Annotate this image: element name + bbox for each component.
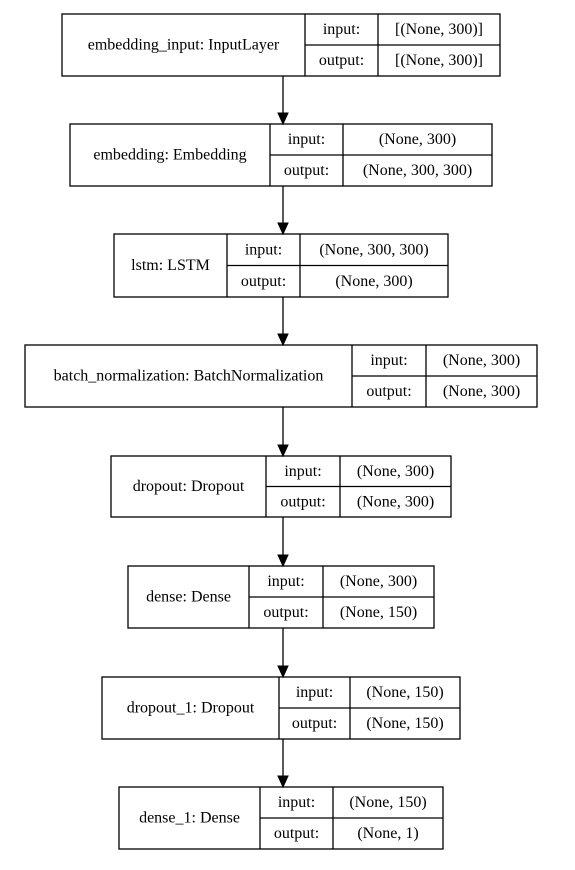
layer-name: dropout: Dropout [133,478,245,495]
arrow-head [277,444,289,458]
output-label: output: [241,273,286,290]
output-shape: (None, 300, 300) [363,162,472,179]
arrow-head [277,112,289,126]
arrow [277,186,289,236]
input-label: input: [267,573,304,590]
output-shape: (None, 150) [340,604,417,621]
layer-name: dense_1: Dense [139,810,240,827]
layer-node: dropout_1: Dropout input: output: (None, 15… [101,676,461,740]
arrow [277,739,289,789]
output-shape: [(None, 300)] [395,52,483,69]
output-label: output: [263,604,308,621]
layer-name: dense: Dense [146,589,231,606]
input-shape: (None, 300) [379,131,456,148]
arrow [277,297,289,347]
arrow-head [277,333,289,347]
output-shape: (None, 300) [357,493,434,510]
output-shape: (None, 150) [366,715,443,732]
input-label: input: [288,131,325,148]
arrow-head [277,222,289,236]
layer-nodes: embedding_input: InputLayer input: output:… [24,13,538,850]
input-label: input: [245,241,282,258]
output-shape: (None, 300) [443,383,520,400]
layer-node: dropout: Dropout input: output: (None, 300)… [110,455,452,518]
layer-name: embedding: Embedding [93,147,246,164]
arrow-head [277,554,289,568]
input-shape: (None, 150) [366,684,443,701]
output-label: output: [280,493,325,510]
layer-name: batch_normalization: BatchNormalization [54,368,324,385]
input-shape: (None, 300, 300) [319,241,428,258]
layer-node: embedding_input: InputLayer input: output:… [61,13,501,77]
output-shape: (None, 1) [357,825,418,842]
input-shape: (None, 300) [340,573,417,590]
output-shape: (None, 300) [335,273,412,290]
output-label: output: [284,162,329,179]
connection-arrows [277,76,289,789]
input-shape: (None, 300) [443,352,520,369]
input-label: input: [278,794,315,811]
output-label: output: [292,715,337,732]
input-label: input: [370,352,407,369]
arrow [277,407,289,458]
arrow [277,628,289,679]
output-label: output: [319,52,364,69]
layer-node: dense: Dense input: output: (None, 300) (Non… [127,565,435,629]
input-label: input: [296,684,333,701]
input-label: input: [284,463,321,480]
arrow [277,517,289,568]
input-shape: (None, 300) [357,463,434,480]
input-shape: [(None, 300)] [395,21,483,38]
layer-node: lstm: LSTM input: output: (None, 300, 300) (… [113,233,449,298]
input-label: input: [323,21,360,38]
output-label: output: [366,383,411,400]
layer-node: embedding: Embedding input: output: (None, … [69,123,493,187]
layer-node: dense_1: Dense input: output: (None, 150) (N… [118,786,444,850]
layer-name: embedding_input: InputLayer [88,37,280,54]
arrow [277,76,289,126]
input-shape: (None, 150) [349,794,426,811]
arrow-head [277,775,289,789]
layer-name: dropout_1: Dropout [127,700,255,717]
output-label: output: [274,825,319,842]
layer-name: lstm: LSTM [131,257,210,274]
layer-node: batch_normalization: BatchNormalization i… [24,344,538,408]
arrow-head [277,665,289,679]
